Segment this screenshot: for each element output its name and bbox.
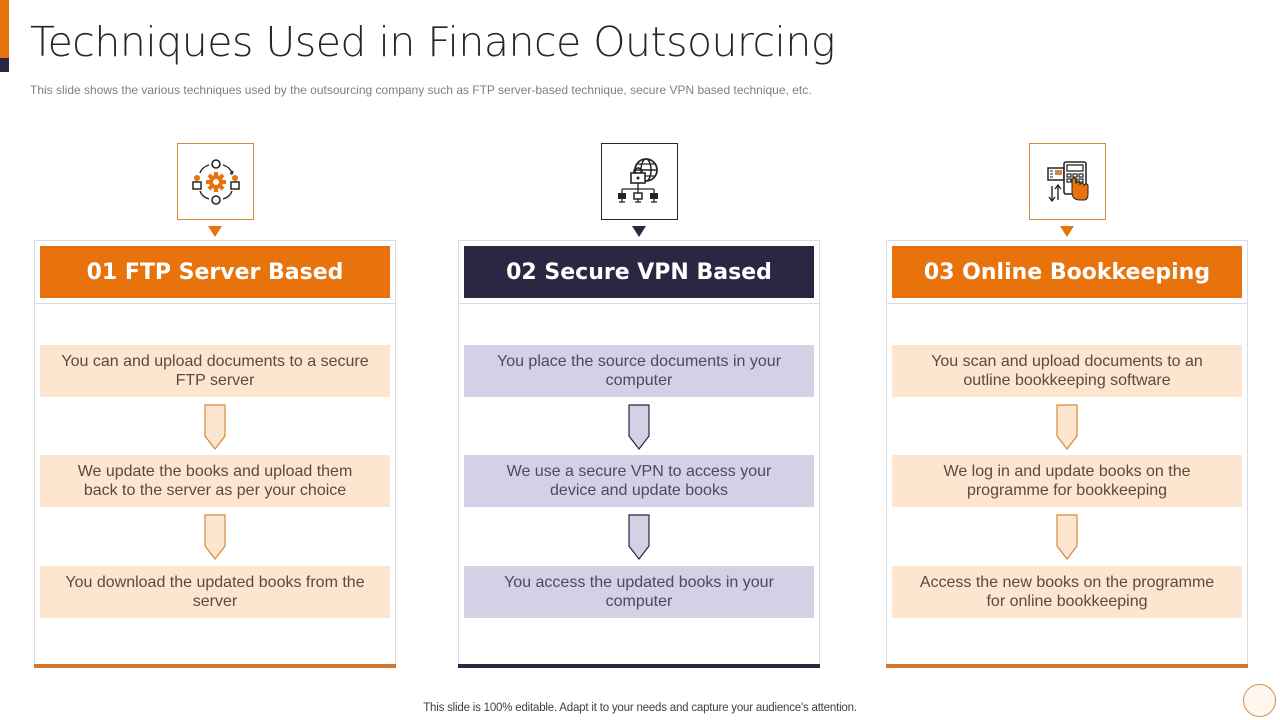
pointer-triangle-icon	[632, 226, 646, 237]
card-bottom-bar	[458, 664, 820, 668]
step-box: We log in and update books on the progra…	[892, 455, 1242, 507]
corner-circle-decoration	[1243, 684, 1276, 717]
down-arrow-icon	[628, 404, 650, 450]
title-accent-bar-orange	[0, 0, 9, 58]
pointer-triangle-icon	[1060, 226, 1074, 237]
technique-column-bookkeeping: 03 Online Bookkeeping You scan and uploa…	[886, 143, 1248, 668]
down-arrow-icon	[204, 514, 226, 560]
teamwork-gear-cycle-icon	[177, 143, 254, 220]
step-box: Access the new books on the programme fo…	[892, 566, 1242, 618]
page-title: Techniques Used in Finance Outsourcing	[30, 18, 836, 66]
technique-card: 03 Online Bookkeeping You scan and uploa…	[886, 240, 1248, 668]
step-box: You scan and upload documents to an outl…	[892, 345, 1242, 397]
technique-card: 02 Secure VPN Based You place the source…	[458, 240, 820, 668]
step-box: We use a secure VPN to access your devic…	[464, 455, 814, 507]
calculator-hand-transfer-icon	[1029, 143, 1106, 220]
card-bottom-bar	[886, 664, 1248, 668]
step-box: We update the books and upload them back…	[40, 455, 390, 507]
divider	[459, 303, 819, 304]
card-heading: 02 Secure VPN Based	[464, 246, 814, 298]
down-arrow-icon	[628, 514, 650, 560]
card-heading: 03 Online Bookkeeping	[892, 246, 1242, 298]
down-arrow-icon	[1056, 514, 1078, 560]
footer-note: This slide is 100% editable. Adapt it to…	[423, 702, 857, 714]
technique-card: 01 FTP Server Based You can and upload d…	[34, 240, 396, 668]
technique-column-ftp: 01 FTP Server Based You can and upload d…	[34, 143, 396, 668]
step-box: You download the updated books from the …	[40, 566, 390, 618]
step-box: You place the source documents in your c…	[464, 345, 814, 397]
card-bottom-bar	[34, 664, 396, 668]
divider	[35, 303, 395, 304]
step-box: You access the updated books in your com…	[464, 566, 814, 618]
technique-column-vpn: 02 Secure VPN Based You place the source…	[458, 143, 820, 668]
page-subtitle: This slide shows the various techniques …	[30, 83, 812, 97]
title-accent-bar-navy	[0, 58, 9, 72]
divider	[887, 303, 1247, 304]
down-arrow-icon	[204, 404, 226, 450]
pointer-triangle-icon	[208, 226, 222, 237]
down-arrow-icon	[1056, 404, 1078, 450]
globe-network-lock-icon	[601, 143, 678, 220]
card-heading: 01 FTP Server Based	[40, 246, 390, 298]
step-box: You can and upload documents to a secure…	[40, 345, 390, 397]
